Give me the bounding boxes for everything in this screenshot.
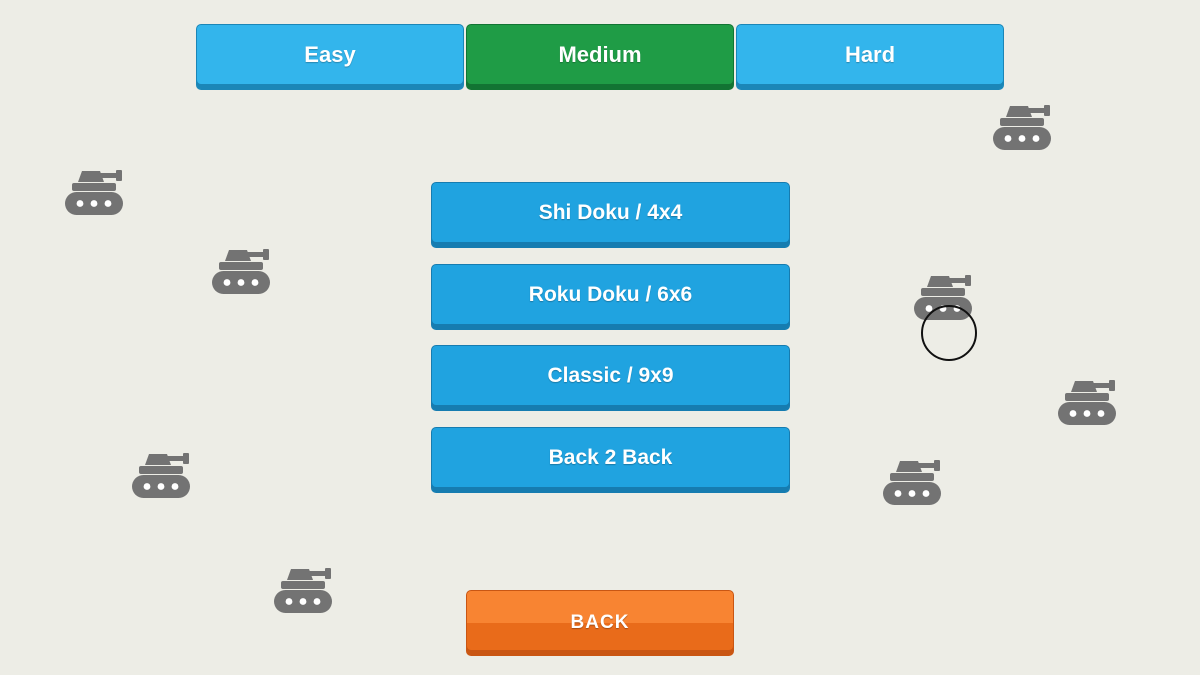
- shi-doku-label: Shi Doku / 4x4: [538, 201, 683, 224]
- tab-hard-label: Hard: [844, 42, 896, 67]
- tab-medium[interactable]: Medium: [466, 24, 734, 90]
- tank-icon: [212, 249, 270, 294]
- classic-label: Classic / 9x9: [547, 364, 674, 387]
- tank-icon: [65, 170, 123, 215]
- tab-medium-label: Medium: [558, 42, 642, 67]
- tank-icon: [132, 453, 190, 498]
- back-2-back-label: Back 2 Back: [548, 446, 673, 469]
- back-button-label: BACK: [570, 612, 630, 633]
- shi-doku-button[interactable]: Shi Doku / 4x4: [431, 182, 790, 248]
- back-button[interactable]: BACK: [466, 590, 734, 656]
- tab-hard[interactable]: Hard: [736, 24, 1004, 90]
- classic-button[interactable]: Classic / 9x9: [431, 345, 790, 411]
- roku-doku-label: Roku Doku / 6x6: [528, 283, 693, 306]
- tank-icon: [883, 460, 941, 505]
- tank-icon: [274, 568, 332, 613]
- tank-icon: [993, 105, 1051, 150]
- tank-icon: [1058, 380, 1116, 425]
- tank-icon: [914, 275, 972, 320]
- tab-easy[interactable]: Easy: [196, 24, 464, 90]
- back-2-back-button[interactable]: Back 2 Back: [431, 427, 790, 493]
- roku-doku-button[interactable]: Roku Doku / 6x6: [431, 264, 790, 330]
- tab-easy-label: Easy: [304, 42, 356, 67]
